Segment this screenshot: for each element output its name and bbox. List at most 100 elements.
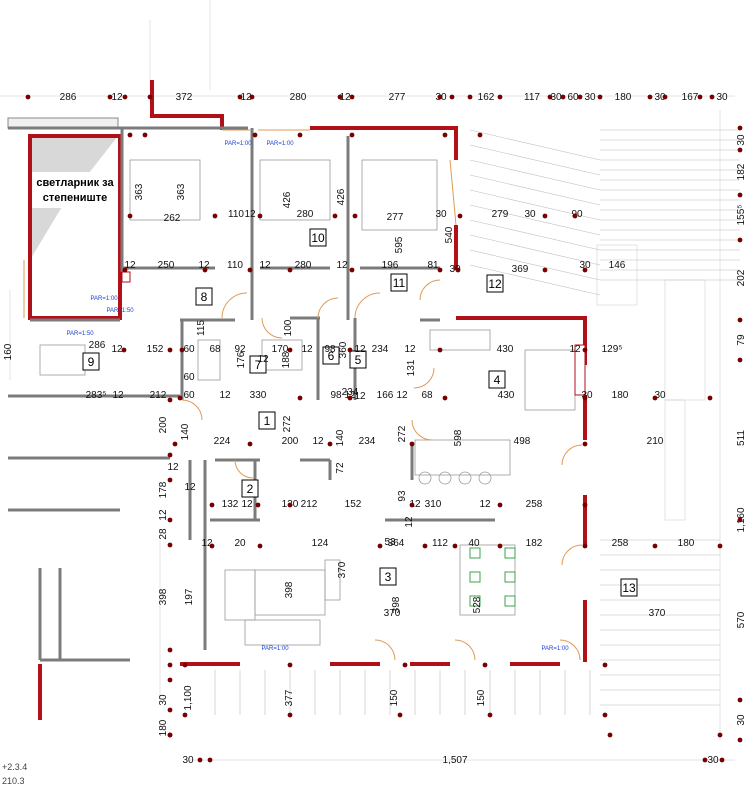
left-dim: 30 <box>158 694 169 706</box>
dimension-dot <box>582 347 588 353</box>
left-dim: 12 <box>158 509 169 521</box>
interior-dim: 115 <box>196 320 207 336</box>
door-note: PAR=1:50 <box>66 331 94 337</box>
interior-dim: 12 <box>184 482 196 493</box>
interior-dim: 93 <box>397 490 408 502</box>
interior-dim: 152 <box>345 499 362 510</box>
room-number-3: 3 <box>385 570 392 584</box>
interior-dim: 12 <box>336 260 348 271</box>
corner-label-2: 210.3 <box>2 776 25 786</box>
interior-dim: 188 <box>281 351 292 368</box>
interior-dim: 286 <box>89 340 106 351</box>
dimension-dot <box>182 662 188 668</box>
interior-dim: 200 <box>282 436 299 447</box>
dimension-dot <box>497 543 503 549</box>
interior-dim: 430 <box>497 344 514 355</box>
dimension-dot <box>249 94 255 100</box>
door-note: PAR=1:00 <box>541 646 569 652</box>
interior-dim: 540 <box>444 226 455 243</box>
dimension-dot <box>582 441 588 447</box>
room-box <box>309 228 327 247</box>
bottom-dim: 1,507 <box>442 755 467 766</box>
dimension-dot <box>652 395 658 401</box>
interior-dim: 12 <box>111 344 123 355</box>
dimension-dot <box>602 662 608 668</box>
interior-dim: 283⁵ <box>86 390 107 401</box>
interior-dim: 234 <box>359 436 376 447</box>
room-number-4: 4 <box>494 373 501 387</box>
dimension-dot <box>182 712 188 718</box>
interior-dim: 258 <box>612 538 629 549</box>
interior-dim: 30 <box>449 264 461 275</box>
interior-dim: 1,100 <box>183 685 194 710</box>
interior-dim: 166 <box>377 390 394 401</box>
dimension-dot <box>167 662 173 668</box>
interior-dim: 369 <box>512 264 529 275</box>
room-number-8: 8 <box>201 290 208 304</box>
right-dimension-column: 30182155⁵202795111,16057030 <box>736 134 747 726</box>
right-dim: 155⁵ <box>736 205 747 226</box>
dimension-dot <box>737 517 743 523</box>
dimension-dot <box>177 395 183 401</box>
interior-dim: 60 <box>183 344 195 355</box>
dimension-dot <box>352 213 358 219</box>
top-dim: 277 <box>389 92 406 103</box>
interior-dim: 129⁵ <box>602 344 623 355</box>
interior-dim: 430 <box>498 390 515 401</box>
interior-dim: 12 <box>244 209 256 220</box>
interior-dim: 197 <box>184 588 195 605</box>
interior-dim: 68 <box>209 344 221 355</box>
room-number-10: 10 <box>311 231 325 245</box>
skylight-label-line1: светларник за <box>36 177 114 189</box>
interior-dim: 150 <box>476 689 487 706</box>
dimension-dot <box>167 542 173 548</box>
room-number-12: 12 <box>488 277 502 291</box>
dimension-dot <box>349 132 355 138</box>
dimension-dot <box>377 543 383 549</box>
room-box <box>349 350 367 369</box>
room-number-7: 7 <box>255 358 262 372</box>
interior-dim: 53 <box>384 537 396 548</box>
dimension-dot <box>409 502 415 508</box>
dimension-dot <box>542 213 548 219</box>
interior-dim: 20 <box>234 538 246 549</box>
interior-dim: 60 <box>183 372 195 383</box>
interior-dim: 12 <box>404 344 416 355</box>
interior-dim: 272 <box>397 425 408 442</box>
right-dim: 182 <box>736 163 747 180</box>
interior-dim: 363 <box>134 183 145 200</box>
interior-dim: 224 <box>214 436 231 447</box>
dimension-dot <box>437 347 443 353</box>
dimension-dot <box>737 357 743 363</box>
top-dim: 30 <box>716 92 728 103</box>
dimension-dot <box>255 502 261 508</box>
dimension-dot <box>547 94 553 100</box>
door-note: PAR=1:00 <box>90 296 118 302</box>
dimension-dot <box>582 267 588 273</box>
dimension-dot <box>202 267 208 273</box>
skylight-area <box>7 117 122 320</box>
interior-dim: 598 <box>453 429 464 446</box>
interior-dim: 40 <box>468 538 480 549</box>
interior-dim: 12 <box>396 390 408 401</box>
interior-dim: 12 <box>241 499 253 510</box>
top-dim: 60 <box>567 92 579 103</box>
interior-dim: 426 <box>336 188 347 205</box>
dimension-dot <box>707 395 713 401</box>
top-dim: 180 <box>615 92 632 103</box>
interior-dim: 370 <box>337 561 348 578</box>
right-dim: 79 <box>736 334 747 346</box>
right-dim: 570 <box>736 611 747 628</box>
dimension-dot <box>497 502 503 508</box>
interior-dim: 131 <box>406 359 417 376</box>
interior-dim: 124 <box>312 538 329 549</box>
top-dim: 167 <box>682 92 699 103</box>
dimension-dot <box>455 267 461 273</box>
room-box <box>82 352 100 371</box>
interior-dim: 12 <box>219 390 231 401</box>
top-dim: 30 <box>550 92 562 103</box>
top-dim: 30 <box>654 92 666 103</box>
dimension-dot <box>122 94 128 100</box>
dimension-dot <box>349 267 355 273</box>
dimension-dot <box>287 502 293 508</box>
